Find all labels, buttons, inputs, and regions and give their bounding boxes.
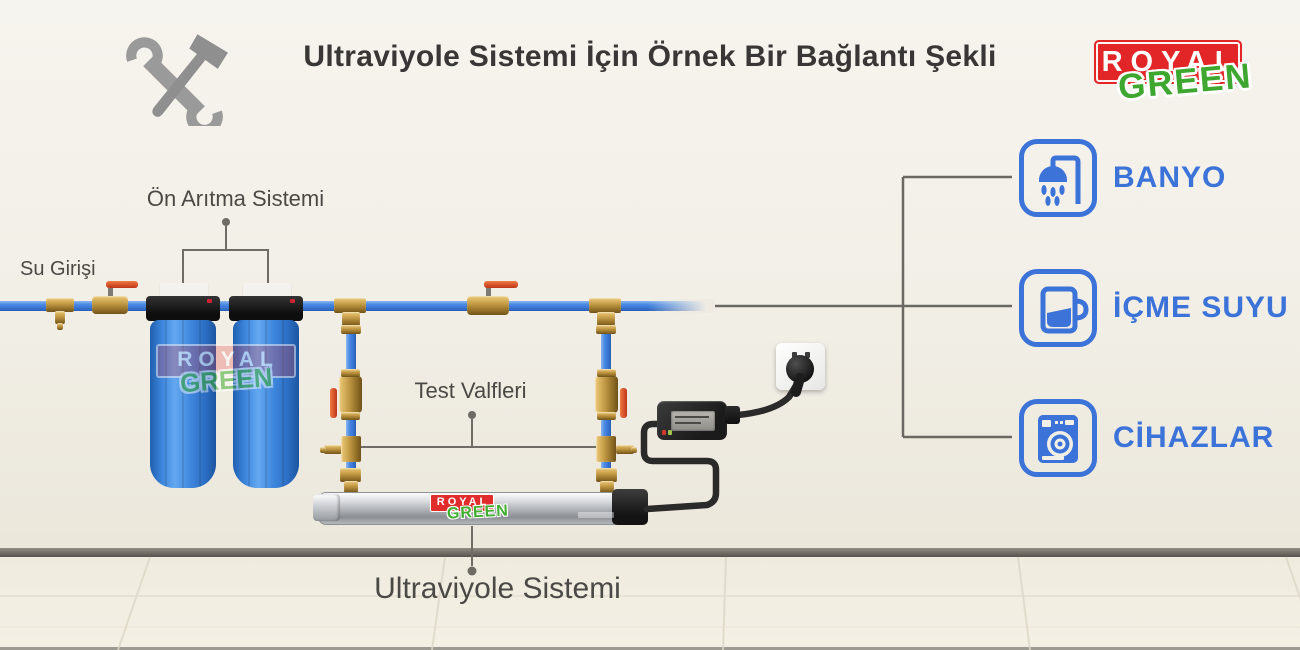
plug-stem xyxy=(791,373,805,397)
left-uv-port xyxy=(344,481,358,493)
uv-system-pointer xyxy=(467,526,477,576)
left-test-valve xyxy=(341,436,361,462)
filter-mounting-bracket xyxy=(243,283,291,297)
left-test-valve-spout xyxy=(324,445,342,454)
logo-royal: ROYAL xyxy=(1094,40,1242,84)
output-icme-suyu-box xyxy=(1019,269,1097,347)
outlet-slot xyxy=(805,352,810,358)
water-inlet-label: Su Girişi xyxy=(20,258,96,280)
pretreatment-bracket xyxy=(182,218,269,284)
tile-grout-lines xyxy=(0,556,1300,650)
washing-machine-icon xyxy=(1038,415,1078,463)
valve-stem xyxy=(108,288,113,298)
right-shutoff-handle xyxy=(620,388,627,418)
watermark-royal: ROYAL xyxy=(156,344,296,378)
pretreatment-label: Ön Arıtma Sistemi xyxy=(146,186,325,211)
filter-cap xyxy=(146,296,220,321)
filter-cap xyxy=(229,296,303,321)
right-uv-connector xyxy=(596,468,617,482)
brand-watermark: ROYAL GREEN xyxy=(150,344,300,408)
test-valves-label: Test Valfleri xyxy=(414,378,527,403)
right-test-valve-spout xyxy=(616,445,634,454)
right-shutoff-nut-top xyxy=(597,369,616,377)
right-uv-port xyxy=(600,481,614,493)
drinking-water-icon xyxy=(1040,286,1089,334)
left-shutoff-handle xyxy=(330,388,337,418)
bypass-ball-valve xyxy=(467,296,509,315)
icme-suyu-label: İÇME SUYU xyxy=(1113,291,1289,324)
tools-icon xyxy=(126,34,228,126)
inlet-tee-fitting xyxy=(46,298,74,312)
inlet-tee-stub xyxy=(55,311,65,324)
right-shutoff-valve xyxy=(595,376,618,413)
red-valve-handle xyxy=(106,281,138,288)
banyo-label: BANYO xyxy=(1113,161,1227,194)
filter-mounting-bracket xyxy=(160,283,208,297)
right-shutoff-nut-bottom xyxy=(597,412,616,420)
inlet-tee-tip xyxy=(57,323,63,330)
uv-system-label: Ultraviyole Sistemi xyxy=(374,572,621,605)
right-branch-tee xyxy=(589,298,621,313)
floor-edge xyxy=(0,647,1300,650)
pretreatment-filter-1 xyxy=(150,320,216,488)
bypass-valve-stem xyxy=(486,288,491,298)
distribution-lines xyxy=(715,175,1012,439)
ballast-sticker-green xyxy=(668,430,672,435)
page-title: Ultraviyole Sistemi İçin Örnek Bir Bağla… xyxy=(303,40,997,73)
shower-icon xyxy=(1039,155,1081,206)
pipe-fade xyxy=(648,299,714,313)
output-cihazlar-box xyxy=(1019,399,1097,477)
left-shutoff-valve xyxy=(339,376,362,413)
uv-spec-sticker xyxy=(578,512,614,518)
brand-logo: ROYAL GREEN xyxy=(1092,34,1254,114)
cihazlar-label: CİHAZLAR xyxy=(1113,421,1275,454)
left-uv-connector xyxy=(340,468,361,482)
left-branch-tee xyxy=(334,298,366,313)
output-banyo-box xyxy=(1019,139,1097,217)
uv-to-ballast-cable xyxy=(640,420,720,513)
uv-right-cap xyxy=(612,489,648,525)
uv-ballast xyxy=(657,401,727,440)
floor xyxy=(0,557,1300,650)
pretreatment-filter-2 xyxy=(233,320,299,488)
left-test-valve-tip xyxy=(320,447,326,453)
baseboard xyxy=(0,548,1300,557)
left-shutoff-nut-top xyxy=(341,369,360,377)
left-shutoff-nut-bottom xyxy=(341,412,360,420)
uv-label-royal: ROYAL xyxy=(430,494,494,512)
right-test-valve-tip xyxy=(631,447,637,453)
bypass-valve-handle xyxy=(484,281,518,288)
left-branch-stub xyxy=(342,312,360,326)
ballast-to-plug-cable xyxy=(734,380,801,419)
uv-brand-label: ROYAL GREEN xyxy=(430,494,520,524)
left-branch-nut xyxy=(341,325,361,334)
right-test-valve xyxy=(596,436,616,462)
ballast-label xyxy=(671,411,715,431)
inlet-ball-valve xyxy=(92,296,128,314)
uv-left-cap xyxy=(313,494,340,521)
ballast-connector xyxy=(725,406,740,424)
right-branch-stub xyxy=(597,312,615,326)
ballast-sticker-red xyxy=(662,430,666,435)
right-branch-nut xyxy=(596,325,616,334)
test-valves-bracket xyxy=(357,411,600,448)
